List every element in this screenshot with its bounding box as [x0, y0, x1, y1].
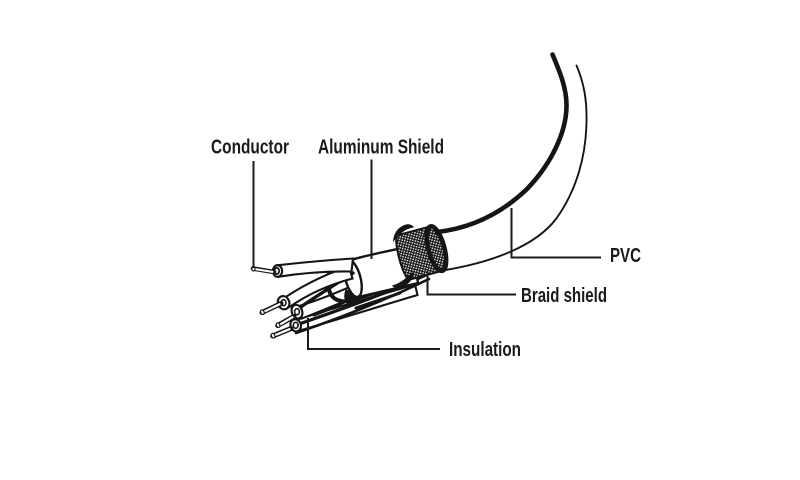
svg-text:PVC: PVC	[610, 245, 641, 267]
svg-text:Braid shield: Braid shield	[521, 285, 607, 307]
svg-text:Insulation: Insulation	[449, 339, 521, 361]
svg-text:Aluminum Shield: Aluminum Shield	[318, 137, 444, 159]
svg-text:Conductor: Conductor	[211, 137, 289, 159]
